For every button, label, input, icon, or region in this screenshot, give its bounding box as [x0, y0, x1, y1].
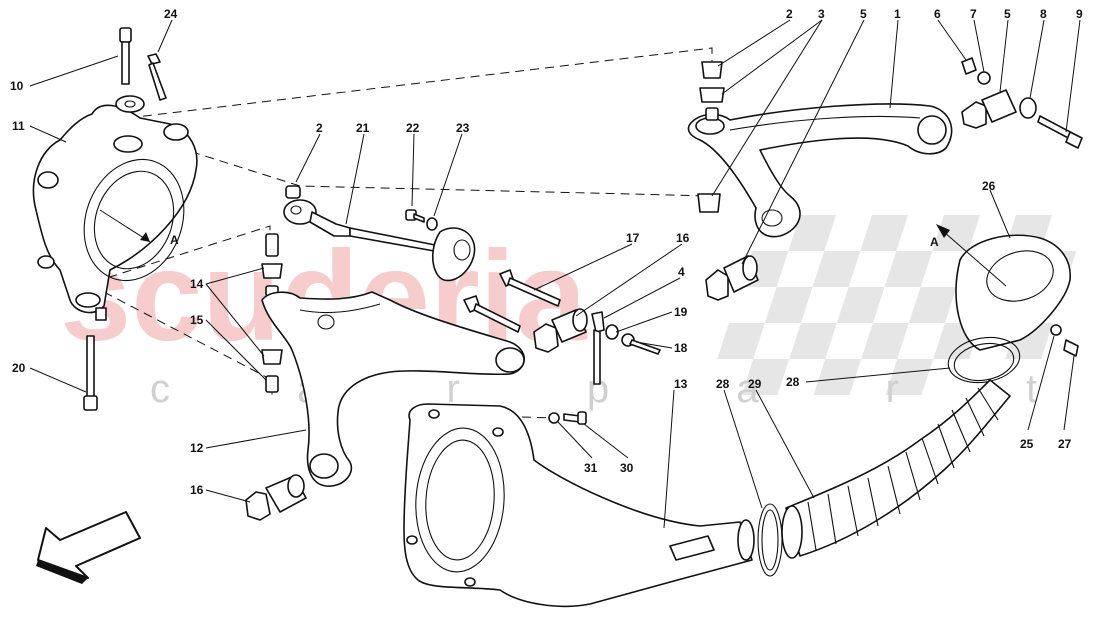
callout-22: 22 — [406, 121, 420, 135]
callout-17: 17 — [626, 231, 640, 245]
bushing-16-lower — [245, 474, 307, 521]
callout-28-left: 28 — [716, 377, 730, 391]
callout-30: 30 — [620, 461, 634, 475]
upper-wishbone-part — [687, 103, 953, 238]
callout-31: 31 — [584, 461, 598, 475]
callout-23: 23 — [456, 121, 470, 135]
callout-5-upper: 5 — [860, 7, 867, 21]
callout-6: 6 — [934, 7, 941, 21]
callout-25: 25 — [1020, 437, 1034, 451]
hub-carrier-part — [32, 95, 198, 321]
callout-11: 11 — [12, 119, 25, 133]
leader-lines — [29, 19, 1081, 529]
callout-26: 26 — [982, 179, 996, 193]
hardware-top-right — [961, 57, 1083, 149]
bolt-30-washer-31 — [548, 411, 587, 425]
callout-labels: 24 10 11 A 2 21 22 23 14 15 20 12 16 2 3… — [10, 7, 1083, 497]
callout-15: 15 — [190, 313, 204, 327]
flex-hose-29 — [781, 379, 1011, 559]
callout-19: 19 — [674, 305, 688, 319]
bolt-10 — [119, 27, 132, 85]
nut-2-top — [699, 61, 725, 121]
callout-9: 9 — [1076, 7, 1083, 21]
callout-2-left: 2 — [316, 121, 323, 135]
callout-18: 18 — [674, 341, 688, 355]
callout-24: 24 — [164, 7, 178, 21]
callout-27: 27 — [1058, 437, 1072, 451]
callout-2-right: 2 — [786, 7, 793, 21]
arrow-a-right — [936, 224, 1007, 287]
callout-16-mid: 16 — [676, 231, 690, 245]
tie-rod-part — [283, 185, 476, 282]
callout-5-right: 5 — [1004, 7, 1011, 21]
bolt-17 — [463, 269, 561, 333]
callout-3: 3 — [818, 7, 825, 21]
direction-arrow-icon — [36, 511, 141, 584]
clamp-28-lower — [757, 503, 783, 577]
callout-28-right: 28 — [786, 375, 800, 389]
callout-16-lower: 16 — [190, 483, 204, 497]
arrow-a-head — [140, 232, 150, 242]
callout-8: 8 — [1040, 7, 1047, 21]
bushing-3-lower — [697, 193, 721, 213]
callout-a-right: A — [930, 235, 939, 249]
lower-wishbone-part — [261, 291, 526, 487]
callout-a-left: A — [170, 233, 179, 247]
callout-12: 12 — [190, 441, 204, 455]
brake-duct-26 — [955, 234, 1079, 357]
bolt-20 — [83, 335, 98, 411]
bushing-5-mid — [705, 255, 759, 301]
bushing-cluster — [533, 308, 661, 385]
callout-10: 10 — [10, 79, 24, 93]
callout-4: 4 — [678, 265, 685, 279]
callout-29: 29 — [748, 377, 762, 391]
callout-7: 7 — [970, 7, 977, 21]
bolt-22-washer-23 — [405, 209, 438, 231]
brake-duct-13 — [403, 403, 755, 608]
callout-13: 13 — [674, 377, 688, 391]
callout-21: 21 — [356, 121, 370, 135]
callout-1: 1 — [894, 7, 901, 21]
callout-20: 20 — [12, 361, 26, 375]
callout-14: 14 — [190, 277, 204, 291]
bolt-24 — [147, 53, 167, 101]
